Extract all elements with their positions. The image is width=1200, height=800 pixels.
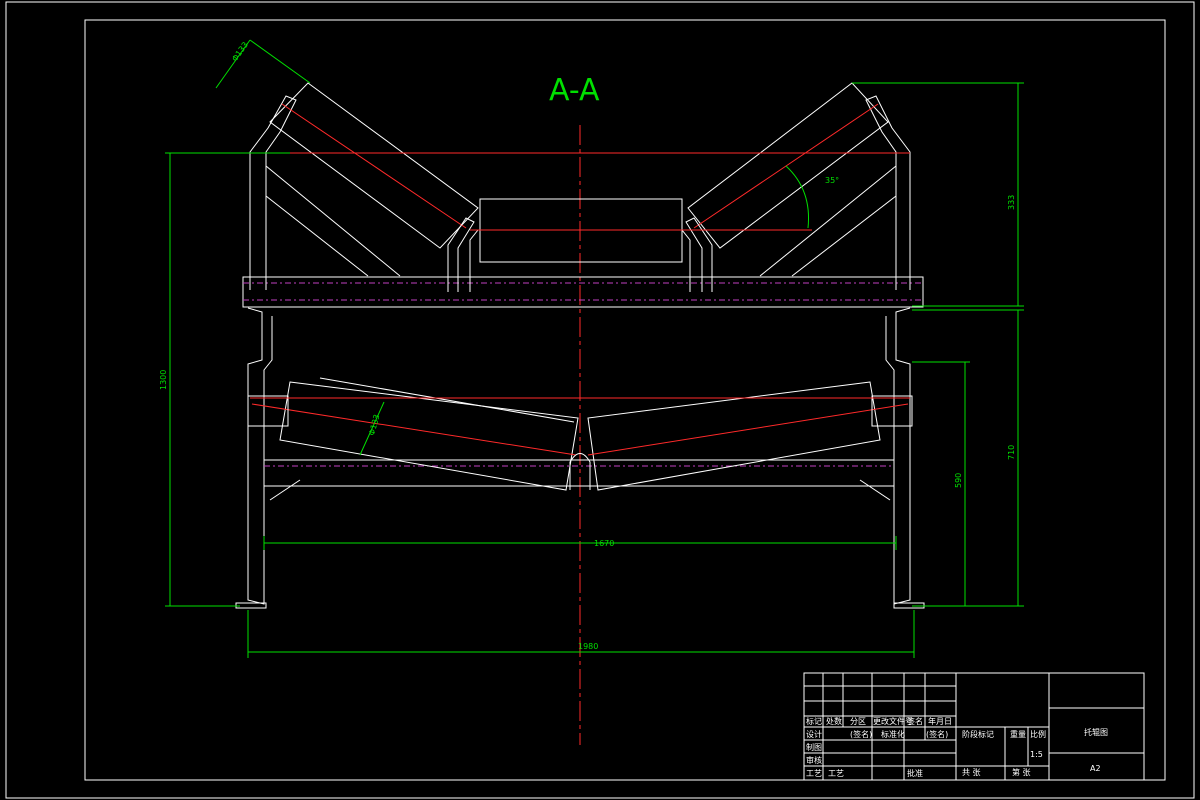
tb-change-doc: 更改文件号 <box>873 716 913 726</box>
dim-bottom-roll-line <box>359 401 385 456</box>
tb-sheet-size: A2 <box>1090 764 1101 773</box>
left-center-support-2 <box>469 229 479 292</box>
left-return-roller-axis <box>251 403 577 456</box>
left-center-support <box>447 217 475 292</box>
tb-draw: 制图 <box>806 742 822 752</box>
tb-standard-sign: (签名) <box>926 729 948 739</box>
left-end-cap <box>247 395 289 427</box>
upper-idler-group <box>242 82 924 308</box>
right-center-support <box>685 217 713 292</box>
tb-drawing-name: 托辊图 <box>1084 727 1108 737</box>
trough-angle-arc <box>785 165 810 229</box>
tb-process: 工艺 <box>806 769 822 778</box>
dim-right-lower-text: 710 <box>1007 445 1016 460</box>
tb-approve: 批准 <box>907 768 923 778</box>
left-bracket <box>249 95 297 290</box>
lower-bracket-right <box>859 479 891 501</box>
tb-zone: 分区 <box>850 717 866 726</box>
left-roller-inner <box>265 165 401 277</box>
dim-inner-span-text: 1670 <box>594 539 614 548</box>
right-end-cap <box>871 395 913 427</box>
tb-check: 审核 <box>806 755 822 765</box>
tb-scale: 1:5 <box>1030 750 1043 759</box>
left-roller-axis <box>281 103 467 229</box>
left-return-roller-shell <box>319 377 575 423</box>
tb-design: 设计 <box>806 729 822 739</box>
center-hanger <box>569 453 591 490</box>
inner-border <box>84 19 1166 781</box>
left-roller-inner-2 <box>265 195 369 277</box>
tb-stage: 阶段标记 <box>962 729 994 739</box>
right-center-support-2 <box>681 229 691 292</box>
trough-angle-text: 35° <box>825 176 839 185</box>
tb-mark: 标记 <box>806 716 822 726</box>
dim-outer-span-text: 1980 <box>578 642 598 651</box>
dim-right-inner-text: 590 <box>954 473 963 488</box>
dim-total-height-text: 1300 <box>159 370 168 390</box>
left-leg <box>247 307 273 605</box>
right-roller-inner-2 <box>791 195 897 277</box>
left-inclined-roller <box>269 82 479 249</box>
right-bracket <box>865 95 911 290</box>
right-return-roller-axis <box>587 403 909 456</box>
lower-idler-group <box>235 307 925 609</box>
tb-total: 共 张 <box>962 768 981 777</box>
tb-design-sign: (签名) <box>850 729 872 739</box>
right-return-roller <box>587 381 881 491</box>
right-inclined-roller <box>687 82 889 249</box>
dim-side-roll-ext <box>249 39 311 84</box>
title-block: 标记 处数 分区 更改文件号 签名 年月日 设计 (签名) 标准化 (签名) 制… <box>803 672 1145 781</box>
right-roller-inner <box>759 165 897 277</box>
dim-upper-height-text: 333 <box>1007 195 1016 210</box>
right-leg <box>885 307 911 605</box>
tb-count: 处数 <box>826 716 842 726</box>
tb-sheet: 第 张 <box>1012 767 1031 777</box>
tb-date: 年月日 <box>928 716 952 726</box>
tb-process-2: 工艺 <box>828 769 844 778</box>
outer-border <box>5 1 1195 799</box>
tb-standard: 标准化 <box>881 729 905 739</box>
lower-bracket-left <box>269 479 301 501</box>
tb-scale-label: 比例 <box>1030 729 1046 739</box>
dimensions-group: Φ133 35° 1300 333 710 590 Φ133 1670 <box>159 39 1024 658</box>
dim-bottom-roll-text: Φ133 <box>367 413 381 436</box>
tb-weight: 重量 <box>1010 729 1026 739</box>
dim-side-roll-text: Φ133 <box>230 40 250 63</box>
lower-beam <box>263 459 895 487</box>
section-title: A-A <box>549 73 600 108</box>
upper-beam <box>242 276 924 308</box>
tb-sign: 签名 <box>907 716 923 726</box>
dim-side-roll-line <box>215 39 251 89</box>
